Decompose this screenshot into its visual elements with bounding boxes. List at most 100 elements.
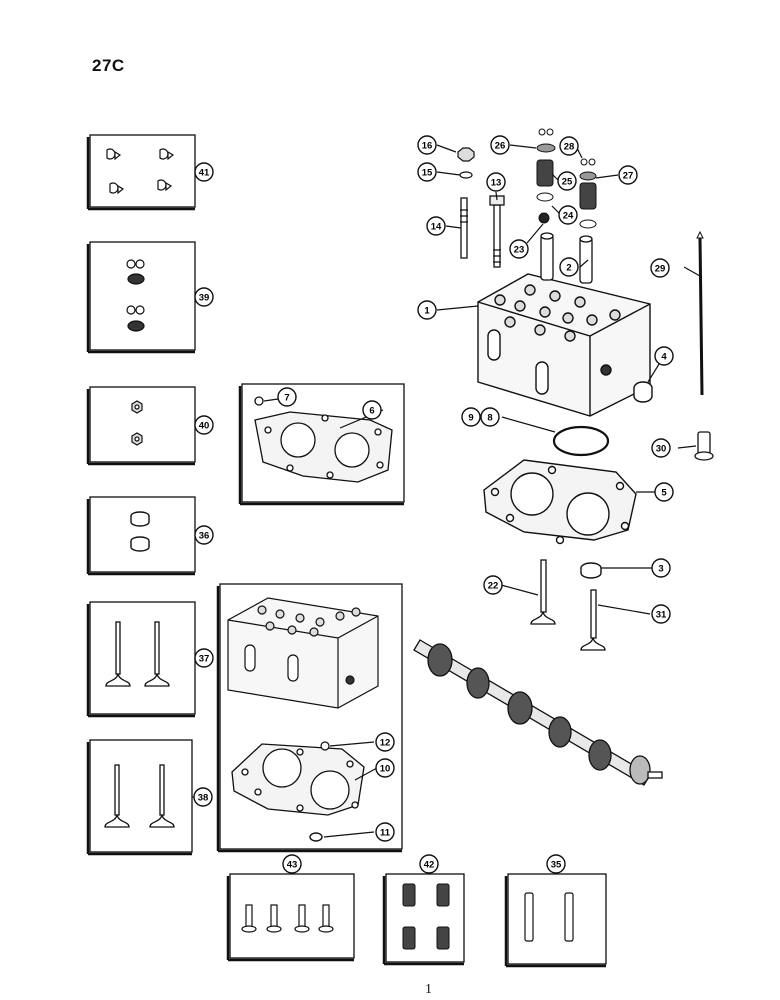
sealing-ring [552,425,610,457]
cylinder-head [477,273,651,417]
valve-springs [536,128,597,229]
callout-label: 37 [199,654,210,665]
callout-43: 43 [282,854,302,874]
callout-2: 2 [559,257,579,277]
callout-9: 9 [461,407,481,427]
callout-label: 36 [199,531,210,542]
callout-label: 27 [623,171,634,182]
callout-28: 27 [618,165,638,185]
kit-box-43 [226,873,355,962]
kit-box-39 [382,873,465,966]
kit-box-35 [504,873,607,968]
head-gasket-kit [231,743,365,816]
callout-35: 35 [546,854,566,874]
callout-5: 5 [654,482,674,502]
head-gasket [483,459,637,545]
callout-42: 41 [194,162,214,182]
callout-23: 23 [509,239,529,259]
callout-label: 23 [514,245,525,256]
head-gasket-small [254,411,393,483]
callout-label: 12 [380,738,391,749]
callout-11: 11 [375,822,395,842]
callout-label: 1 [424,306,430,317]
kit-box-38 [86,739,193,856]
callout-22: 22 [483,575,503,595]
callout-label: 6 [369,406,374,417]
kit-box-6 [238,383,405,506]
callout-7: 7 [277,387,297,407]
callout-label: 2 [566,263,571,274]
intake-valve [530,559,556,625]
callout-31: 30 [651,438,671,458]
callout-label: 41 [199,168,210,179]
push-rod [696,230,704,396]
callout-label: 29 [655,264,666,275]
callout-39: 42 [419,854,439,874]
callout-label: 25 [562,177,573,188]
callout-label: 8 [487,413,492,424]
kit-box-37 [86,601,196,718]
callout-label: 11 [380,828,391,839]
callout-38: 38 [193,787,213,807]
page-code: 27C [92,56,125,75]
callout-label: 13 [491,178,502,189]
callout-3: 3 [651,558,671,578]
callout-8: 8 [480,407,500,427]
valve-keeper-pair [106,148,175,195]
valve-seat-insert [580,562,602,579]
callout-label: 4 [661,352,667,363]
cylinder-head-small [227,597,379,709]
callout-label: 39 [199,293,210,304]
kit-box-42 [86,134,196,211]
page-number: 1 [425,982,432,997]
callout-label: 26 [495,141,506,152]
studs [460,195,505,268]
callout-label: 40 [199,421,210,432]
camshaft [413,639,663,786]
tappet [694,431,714,461]
callout-1: 1 [417,300,437,320]
callout-41: 40 [194,415,214,435]
callout-6: 6 [362,400,382,420]
callout-15: 15 [417,162,437,182]
callout-13: 13 [486,172,506,192]
callout-26: 25 [557,171,577,191]
callout-label: 14 [431,222,442,233]
callout-40: 39 [194,287,214,307]
callout-label: 31 [656,610,667,621]
kit-box-36 [86,496,196,576]
kit-box-41 [86,386,196,466]
callout-label: 10 [380,764,391,775]
callout-label: 35 [551,860,562,871]
callout-label: 38 [198,793,209,804]
callout-27: 26 [490,135,510,155]
callout-24: 31 [651,604,671,624]
callout-10: 10 [375,758,395,778]
callout-label: 7 [284,393,289,404]
valve-guide [540,232,593,284]
kit-box-40 [86,241,196,354]
callout-label: 28 [564,142,575,153]
callout-4: 4 [654,346,674,366]
callout-label: 42 [424,860,435,871]
kit-box-10 [216,583,403,853]
callout-12: 12 [375,732,395,752]
callout-30: 29 [650,258,670,278]
callout-14: 14 [426,216,446,236]
callout-label: 24 [563,211,574,222]
callout-label: 15 [422,168,433,179]
callout-label: 43 [287,860,298,871]
callout-29: 28 [559,136,579,156]
callout-label: 9 [468,413,473,424]
callout-label: 22 [488,581,499,592]
callout-label: 30 [656,444,667,455]
nuts-washers [457,147,475,179]
cup-plug [633,381,653,403]
callout-label: 5 [661,488,667,499]
callout-36: 36 [194,525,214,545]
exhaust-valve [580,589,606,651]
callout-label: 16 [422,141,433,152]
callout-16: 16 [417,135,437,155]
callout-25: 24 [558,205,578,225]
